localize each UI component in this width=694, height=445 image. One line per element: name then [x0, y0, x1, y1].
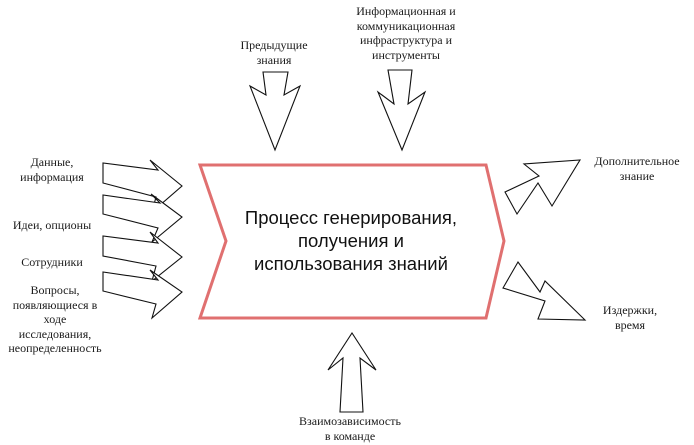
- label-data-information: Данные, информация: [20, 155, 84, 184]
- label-research-questions: Вопросы, появляющиеся в ходе исследовани…: [8, 283, 102, 355]
- label-additional-knowledge: Дополнительное знание: [594, 154, 680, 183]
- process-label: Процесс генерирования, получения и испол…: [244, 207, 458, 274]
- arrow-additional-knowledge: [504, 159, 582, 216]
- arrow-costs-time: [502, 260, 587, 321]
- label-team-interdependence: Взаимозависимость в команде: [299, 414, 401, 443]
- arrow-team-interdependence: [327, 331, 377, 413]
- label-employees: Сотрудники: [21, 255, 83, 269]
- arrow-ideas-options: [102, 193, 183, 243]
- arrow-prior-knowledge: [248, 71, 302, 152]
- arrow-research-questions: [102, 269, 183, 320]
- arrow-data-information: [102, 159, 183, 214]
- arrow-employees: [102, 231, 183, 283]
- label-infrastructure: Информационная и коммуникационная инфрас…: [356, 4, 456, 62]
- arrow-infrastructure: [376, 69, 427, 152]
- label-ideas-options: Идеи, опционы: [12, 218, 92, 232]
- label-costs-time: Издержки, время: [602, 303, 658, 332]
- label-prior-knowledge: Предыдущие знания: [240, 38, 308, 67]
- process-block: [197, 163, 506, 320]
